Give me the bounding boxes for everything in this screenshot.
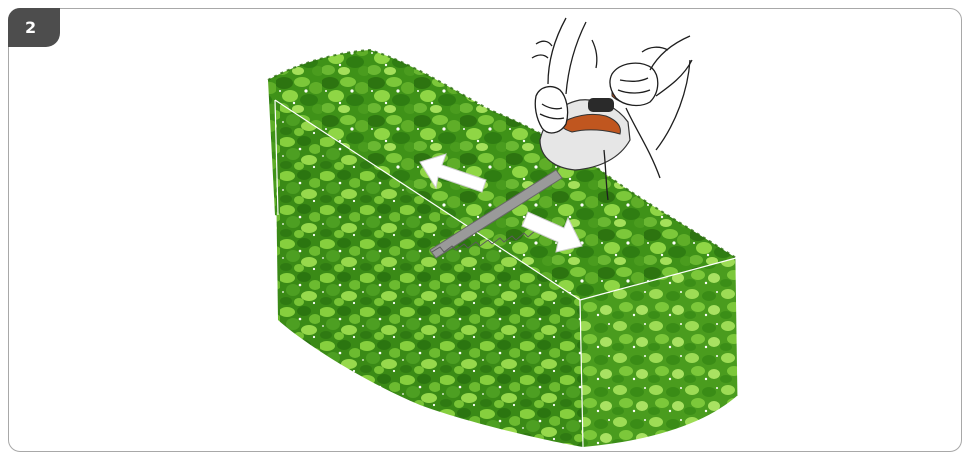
hedge-trimming-illustration: [0, 0, 970, 458]
